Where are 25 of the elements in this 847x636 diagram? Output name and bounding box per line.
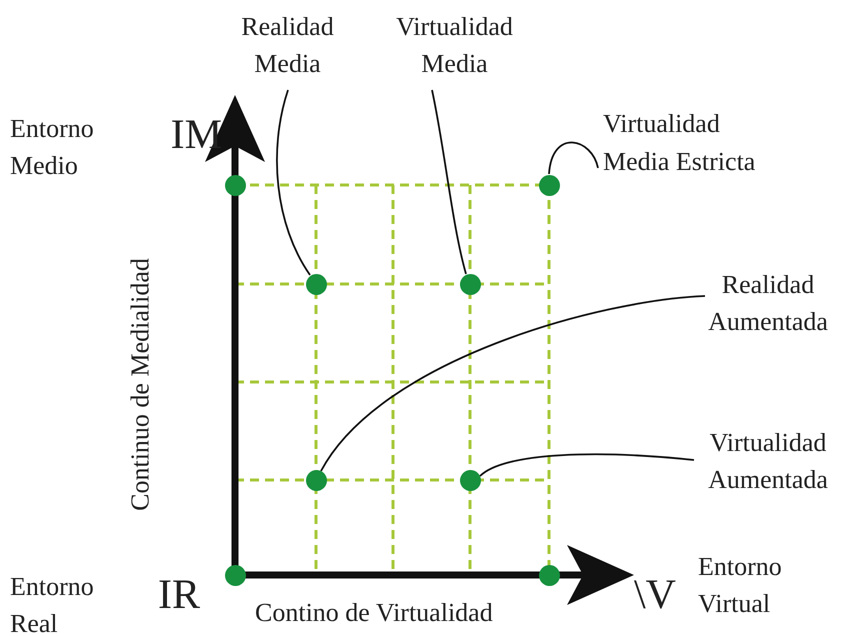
point-marker (538, 174, 560, 196)
leader-line (548, 142, 599, 174)
leader-line (431, 90, 467, 274)
point-marker (224, 174, 246, 196)
callout-label: Virtualidad Aumentada (688, 424, 847, 498)
point-marker (306, 274, 326, 294)
callout-label: Virtualidad Media Estricta (603, 105, 763, 181)
callout-label: Realidad Media (225, 8, 350, 82)
point-marker (460, 274, 480, 294)
leader-line (479, 453, 694, 477)
corner-label: Entorno Medio (10, 113, 95, 182)
point-marker (224, 564, 246, 586)
leader-line (320, 295, 706, 472)
axis-label: \V (634, 572, 677, 618)
corner-label: Entorno Real (10, 571, 95, 636)
callout-label: Virtualidad Media (372, 8, 537, 82)
point-marker (460, 470, 480, 490)
axis-label: IR (158, 572, 201, 618)
axis-title: Continuo de Medialidad (124, 257, 156, 513)
callout-label: Realidad Aumentada (688, 266, 847, 340)
point-marker (538, 564, 560, 586)
point-marker (306, 470, 326, 490)
axis-title: Contino de Virtualidad (255, 597, 494, 629)
corner-label: Entorno Virtual (698, 551, 783, 620)
leader-line (276, 90, 311, 276)
